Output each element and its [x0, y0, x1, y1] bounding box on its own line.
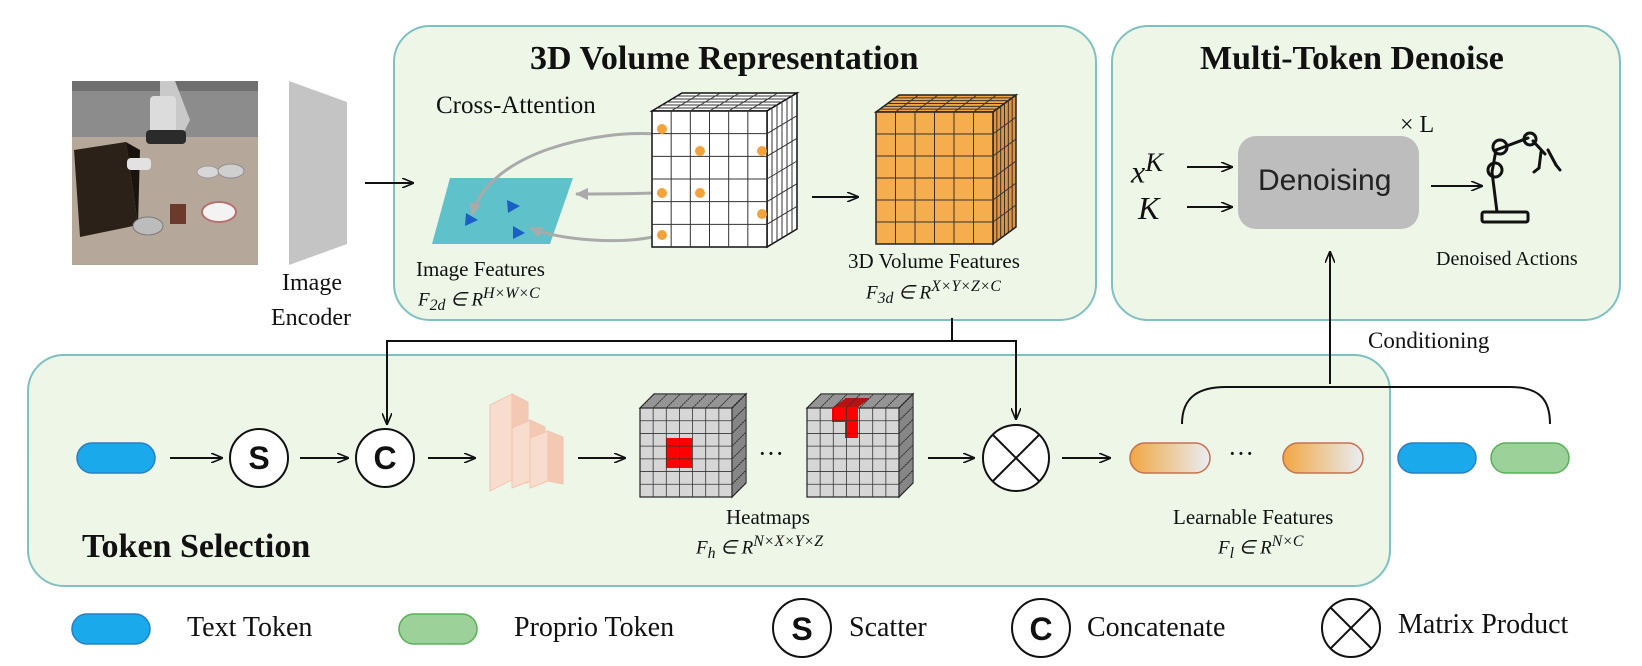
- legend-proprio-token-label: Proprio Token: [514, 612, 675, 643]
- legend-matrix-product-symbol: [1321, 598, 1381, 658]
- legend-proprio-token-swatch: [398, 613, 478, 645]
- denoising-label: Denoising: [1258, 164, 1392, 197]
- legend-scatter-letter: S: [791, 611, 812, 647]
- xk-input-label: xK: [1131, 147, 1163, 190]
- learnable-features-label: Learnable Features: [1173, 505, 1334, 529]
- token-selection-title: Token Selection: [82, 528, 311, 565]
- conv-network-icon: [489, 393, 564, 492]
- scatter-node-symbol: S: [248, 440, 269, 476]
- voxel-grid-cube: [649, 91, 800, 249]
- learnable-features-formula: Fl ∈ RN×C: [1218, 533, 1304, 563]
- denoise-panel-title: Multi-Token Denoise: [1200, 40, 1504, 77]
- grid-line: [992, 204, 1017, 223]
- conditioning-brace: [1181, 386, 1551, 425]
- legend-text-token-label: Text Token: [187, 612, 313, 643]
- heatmap-cube-1: [638, 392, 748, 499]
- repeat-label: × L: [1400, 112, 1435, 138]
- denoised-actions-label: Denoised Actions: [1436, 248, 1578, 270]
- cross-attention-label: Cross-Attention: [436, 92, 596, 119]
- heatmap-ellipsis: ···: [758, 439, 784, 468]
- conditioning-label: Conditioning: [1368, 328, 1490, 353]
- cross-attention-arrows: [469, 132, 658, 243]
- volume-features-formula: F3d ∈ RX×Y×Z×C: [866, 278, 1001, 308]
- grid-line: [898, 470, 914, 485]
- heatmaps-formula: Fh ∈ RN×X×Y×Z: [696, 533, 824, 563]
- grid-line: [718, 393, 734, 409]
- denoising-block: [1238, 136, 1419, 229]
- volume-output-connector: [387, 318, 1016, 424]
- image-features-label: Image Features: [416, 257, 545, 281]
- volume-panel-title: 3D Volume Representation: [530, 40, 919, 77]
- legend-scatter-label: Scatter: [849, 612, 927, 643]
- legend-text-token-swatch: [71, 613, 151, 645]
- legend-matrix-product-label: Matrix Product: [1398, 609, 1569, 640]
- legend-concat-symbol: [1011, 598, 1071, 658]
- scene-image: [72, 81, 258, 265]
- heatmaps-label: Heatmaps: [726, 505, 810, 529]
- volume-features-cube: [873, 93, 1019, 246]
- grid-line: [731, 470, 747, 485]
- learnable-ellipsis: ···: [1228, 439, 1254, 468]
- condition-text-token: [1397, 442, 1477, 474]
- voxel-sample-points: [657, 124, 767, 240]
- grid-line: [747, 92, 779, 112]
- heatmap-cube-2: [805, 392, 915, 499]
- grid-line: [766, 205, 798, 225]
- concat-node-symbol: C: [373, 440, 396, 476]
- image-encoder-label-1: Image: [282, 270, 342, 296]
- grid-line: [885, 393, 901, 409]
- image-encoder-shape: [289, 81, 347, 265]
- legend-concat-letter: C: [1029, 611, 1052, 647]
- image-features-formula: F2d ∈ RH×W×C: [418, 285, 540, 315]
- input-text-token: [76, 442, 156, 474]
- k-input-label: K: [1138, 190, 1160, 226]
- image-encoder-label-2: Encoder: [271, 305, 351, 331]
- grid-line: [973, 94, 997, 113]
- legend-scatter-symbol: [772, 598, 832, 658]
- robot-arm-icon: [1480, 131, 1562, 224]
- legend-concatenate-label: Concatenate: [1087, 612, 1226, 643]
- learnable-token-1: [1129, 442, 1211, 474]
- matrix-product-node: [982, 424, 1050, 492]
- volume-features-label: 3D Volume Features: [848, 249, 1020, 273]
- condition-proprio-token: [1490, 442, 1570, 474]
- learnable-token-2: [1282, 442, 1364, 474]
- scatter-node: [229, 428, 289, 488]
- concat-node: [355, 428, 415, 488]
